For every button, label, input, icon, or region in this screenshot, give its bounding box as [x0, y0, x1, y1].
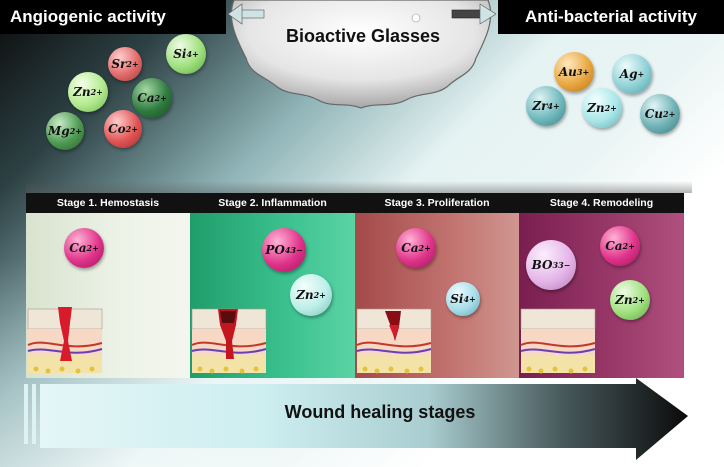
glass-highlight-icon — [411, 13, 421, 23]
skin-wound-illustration — [356, 308, 432, 374]
wound-healing-arrow — [24, 378, 688, 460]
skin-wound-illustration — [27, 307, 103, 374]
stage-label: Stage 4. Remodeling — [519, 193, 684, 213]
stage-label: Stage 1. Hemostasis — [26, 193, 190, 213]
bioactive-glasses-label: Bioactive Glasses — [285, 26, 441, 46]
right-arrow-icon — [451, 3, 496, 25]
bioactive-glass-blob — [227, 0, 496, 109]
angiogenic-activity-title: Angiogenic activity — [0, 0, 226, 34]
wound-healing-stages-panel: Stage 1. Hemostasis Stage 2. Inflammatio… — [26, 193, 684, 378]
antibacterial-activity-title: Anti-bacterial activity — [498, 0, 724, 34]
stage-label: Stage 3. Proliferation — [355, 193, 519, 213]
stage-hemostasis: Stage 1. Hemostasis — [26, 193, 190, 378]
left-arrow-icon — [227, 3, 265, 25]
ion-ag: Ag+ — [612, 54, 652, 94]
skin-wound-illustration — [520, 308, 596, 374]
skin-wound-illustration — [191, 308, 267, 374]
wound-healing-stages-label: Wound healing stages — [284, 402, 476, 422]
stages-top-shadow — [26, 181, 692, 193]
stage-label: Stage 2. Inflammation — [190, 193, 355, 213]
